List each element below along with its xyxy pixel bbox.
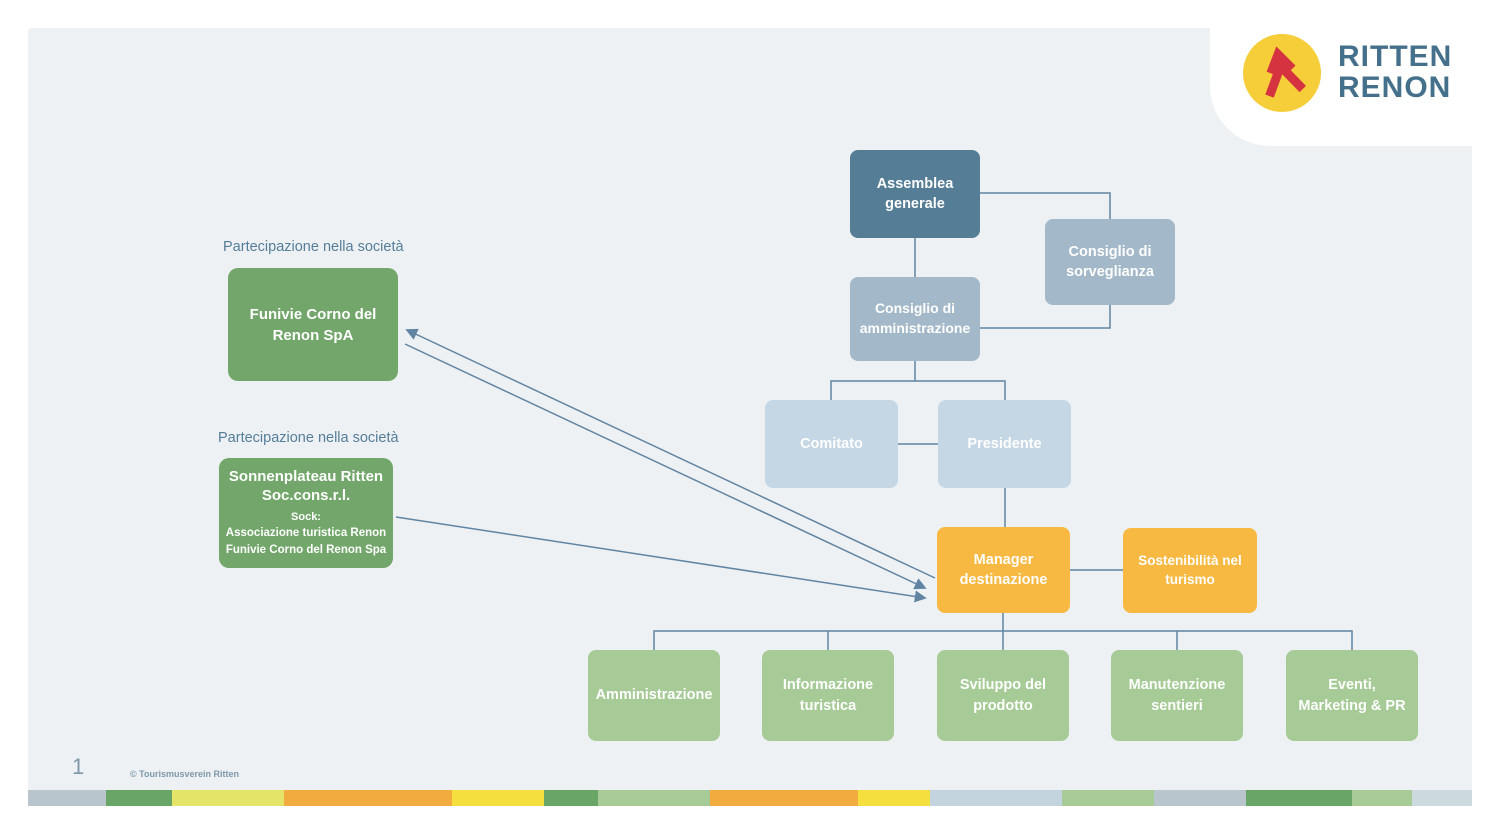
org-node-consiglio-di-amministrazione: Consiglio di amministrazione bbox=[850, 277, 980, 361]
org-node-label: Sviluppo del prodotto bbox=[959, 677, 1047, 714]
logo: RITTEN RENON bbox=[1210, 0, 1500, 146]
participation-label-1: Partecipazione nella società bbox=[223, 239, 404, 255]
stripe-segment bbox=[1246, 790, 1352, 806]
edges-group bbox=[395, 192, 1353, 650]
stripe-segment bbox=[930, 790, 1062, 806]
org-node-label: Sostenibilità nel turismo bbox=[1138, 552, 1242, 587]
org-node-label: Amministrazione bbox=[595, 687, 713, 704]
stripe-segment bbox=[1352, 790, 1412, 806]
stripe-segment bbox=[1154, 790, 1246, 806]
org-node-label: Manager destinazione bbox=[959, 551, 1048, 588]
stripe-segment bbox=[172, 790, 284, 806]
org-node-manutenzione-sentieri: Manutenzione sentieri bbox=[1111, 650, 1243, 741]
stripe-segment bbox=[28, 790, 106, 806]
org-node-assemblea-generale: Assemblea generale bbox=[850, 150, 980, 238]
participation-box-title: Funivie Corno del Renon SpA bbox=[249, 305, 377, 344]
arrow-sonnenplateau-to-manager bbox=[395, 516, 927, 603]
org-node-informazione-turistica: Informazione turistica bbox=[762, 650, 894, 741]
participation-box-funivie: Funivie Corno del Renon SpA bbox=[228, 268, 398, 381]
bottom-stripe bbox=[28, 790, 1472, 806]
stripe-segment bbox=[106, 790, 172, 806]
org-node-amministrazione: Amministrazione bbox=[588, 650, 720, 741]
logo-line-renon: RENON bbox=[1338, 71, 1452, 104]
org-node-label: Consiglio di sorveglianza bbox=[1066, 243, 1154, 280]
arrow-funivie-to-manager bbox=[404, 343, 927, 590]
org-node-comitato: Comitato bbox=[765, 400, 898, 488]
logo-wordmark: RITTEN RENON bbox=[1338, 42, 1452, 103]
org-node-sviluppo-del-prodotto: Sviluppo del prodotto bbox=[937, 650, 1069, 741]
org-node-label: Assemblea generale bbox=[876, 175, 954, 212]
logo-line-ritten: RITTEN bbox=[1338, 40, 1453, 74]
participation-box-title: Sonnenplateau Ritten Soc.cons.r.l. bbox=[228, 467, 384, 505]
edge-assemblea-sorveglianza bbox=[980, 192, 1111, 219]
stripe-segment bbox=[598, 790, 710, 806]
edge-cda-branch bbox=[830, 380, 1006, 400]
stripe-segment bbox=[284, 790, 452, 806]
participation-box-sonnenplateau: Sonnenplateau Ritten Soc.cons.r.l. Sock:… bbox=[219, 458, 393, 568]
participation-member-2: Funivie Corno del Renon Spa bbox=[225, 544, 387, 557]
org-node-label: Manutenzione sentieri bbox=[1128, 677, 1226, 714]
stripe-segment bbox=[1062, 790, 1154, 806]
org-node-sostenibilita-nel-turismo: Sostenibilità nel turismo bbox=[1123, 528, 1257, 613]
org-node-presidente: Presidente bbox=[938, 400, 1071, 488]
arrow-manager-to-funivie bbox=[405, 328, 936, 579]
org-node-eventi-marketing-pr: Eventi, Marketing & PR bbox=[1286, 650, 1418, 741]
page-number: 1 bbox=[72, 754, 85, 779]
org-node-consiglio-di-sorveglianza: Consiglio di sorveglianza bbox=[1045, 219, 1175, 305]
org-node-label: Eventi, Marketing & PR bbox=[1298, 677, 1406, 714]
edge-sorveglianza-cda bbox=[980, 305, 1111, 329]
footer-copyright: © Tourismusverein Ritten bbox=[130, 769, 239, 779]
participation-label-2: Partecipazione nella società bbox=[218, 430, 399, 446]
stripe-segment bbox=[544, 790, 598, 806]
org-node-label: Comitato bbox=[800, 435, 863, 452]
stripe-segment bbox=[710, 790, 858, 806]
org-node-label: Consiglio di amministrazione bbox=[859, 300, 971, 336]
participation-member-1: Associazione turistica Renon bbox=[225, 526, 387, 539]
stripe-segment bbox=[1412, 790, 1472, 806]
org-node-label: Informazione turistica bbox=[782, 677, 874, 714]
org-node-label: Presidente bbox=[967, 435, 1042, 452]
participation-box-subtitle: Sock: bbox=[291, 510, 321, 523]
stripe-segment bbox=[858, 790, 930, 806]
org-node-manager-destinazione: Manager destinazione bbox=[937, 527, 1070, 613]
stripe-segment bbox=[452, 790, 544, 806]
logo-mountain-icon bbox=[1243, 34, 1321, 112]
